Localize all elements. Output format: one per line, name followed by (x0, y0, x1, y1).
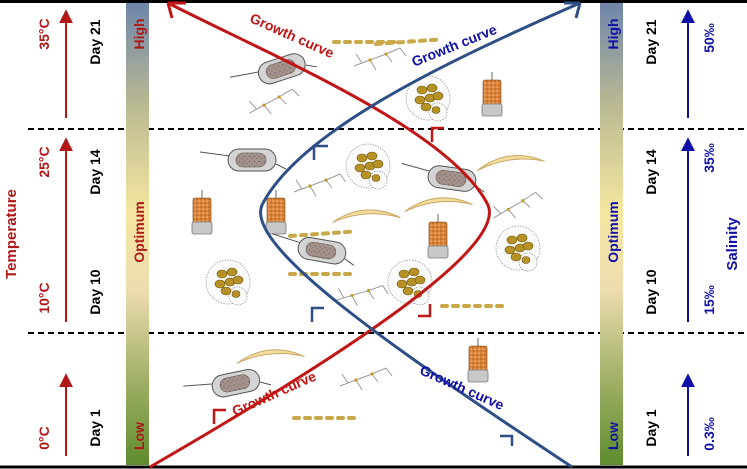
curve-red-tick-upper (430, 126, 444, 142)
salinity-axis-title: Salinity (724, 217, 741, 271)
organism-chain-mid-lower (288, 272, 352, 276)
sal-label-15: 15‰ (701, 285, 717, 315)
organism-chain-bottom (292, 416, 356, 420)
organism-filament-top (353, 47, 407, 71)
growth-curve-temperature (149, 1, 491, 469)
organism-paramecium-mid-right (398, 159, 488, 195)
curve-red-tick-lower (212, 408, 226, 424)
organism-filament-mid-left (293, 173, 347, 197)
organism-filament-mid-right (489, 190, 546, 223)
sal-label-35: 35‰ (701, 143, 717, 173)
left-day-10: Day 10 (87, 269, 103, 314)
organism-vorticella-mid-center (265, 189, 287, 235)
temp-label-0: 0°C (36, 426, 52, 450)
left-bar-optimum-label: Optimum (131, 201, 147, 262)
growth-curve-salinity (259, 1, 581, 469)
organism-colony-mid-lower (387, 259, 433, 306)
right-day-1: Day 1 (643, 409, 659, 447)
temperature-axis-title: Temperature (3, 189, 20, 279)
organism-colony-mid-center (345, 143, 391, 190)
temp-label-35: 35°C (36, 18, 52, 49)
curve-blue-tick-middle (310, 306, 324, 322)
organism-vorticella-top (481, 71, 503, 117)
left-bar-high-label: High (131, 18, 147, 49)
curve-blue-arrowhead-top (564, 1, 582, 19)
temp-label-25: 25°C (36, 146, 52, 177)
left-gradient-bar (126, 3, 149, 465)
organism-chain-mid (287, 229, 353, 239)
organism-chain-mid-lower-right (440, 304, 504, 308)
sal-label-0-3: 0.3‰ (701, 417, 717, 450)
right-day-10: Day 10 (643, 269, 659, 314)
curve-red-arrowhead-top (166, 1, 186, 19)
organism-colony-mid-far-left (205, 259, 251, 306)
right-bar-high-label: High (605, 18, 621, 49)
left-day-14: Day 14 (87, 149, 103, 194)
growth-curve-label-blue-bottom: Growth curve (418, 362, 507, 413)
curve-blue-tick-upper (312, 144, 328, 160)
organism-diatom-mid-center-right (403, 193, 473, 213)
organism-vorticella-mid-left (191, 189, 213, 235)
organism-filament-top-2 (246, 87, 302, 118)
organism-diatom-mid-center (331, 207, 401, 223)
organism-filament-mid-lower (334, 281, 390, 309)
temp-label-10: 10°C (36, 282, 52, 313)
right-day-21: Day 21 (643, 19, 659, 64)
right-bar-optimum-label: Optimum (605, 201, 621, 262)
curve-blue-tick-lower (500, 434, 514, 446)
organism-colony-mid-far-right (495, 225, 541, 272)
organism-diatom-bottom (235, 345, 305, 365)
organism-vorticella-bottom (467, 337, 489, 383)
right-day-14: Day 14 (643, 149, 659, 194)
right-gradient-bar (600, 3, 623, 465)
left-day-1: Day 1 (87, 409, 103, 447)
left-bar-low-label: Low (131, 422, 147, 450)
organism-filament-bottom (339, 367, 393, 391)
curve-red-tick-middle (418, 304, 432, 318)
organism-paramecium-mid-left (199, 148, 287, 172)
organism-diatom-mid-right (475, 150, 546, 172)
organism-vorticella-mid-right (427, 213, 449, 259)
sal-label-50: 50‰ (701, 23, 717, 53)
left-day-21: Day 21 (87, 19, 103, 64)
right-bar-low-label: Low (605, 422, 621, 450)
